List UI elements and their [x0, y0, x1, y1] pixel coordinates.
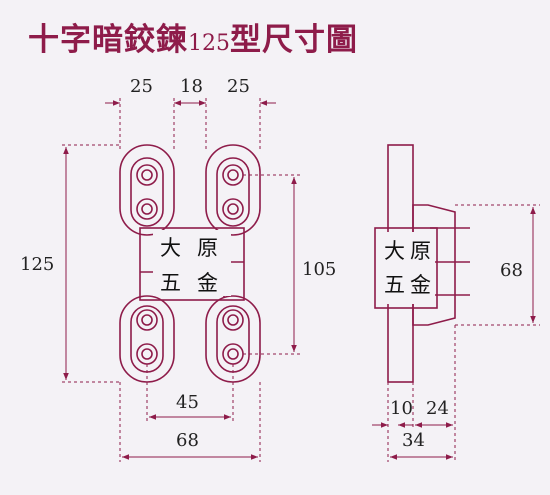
title-chinese-right: 型尺寸圖: [230, 22, 358, 58]
dim-side-height-label: 68: [500, 260, 523, 281]
side-brand-background: [377, 232, 435, 304]
side-hinge-body: [412, 204, 456, 326]
dim-hole-spacing: [243, 174, 300, 355]
dim-side-depths: [372, 325, 456, 462]
side-brand-char: 原: [410, 239, 431, 263]
left-lower-slot: [130, 305, 164, 373]
dim-side-depth-label: 24: [426, 398, 449, 419]
title-chinese-left: 十字暗鉸鍊: [28, 22, 188, 58]
dim-overall-height-label: 125: [20, 254, 54, 275]
front-brand-char: 大: [160, 236, 181, 260]
diagram-title: 十字暗鉸鍊125型尺寸圖: [28, 14, 358, 59]
left-upper-slot: [130, 157, 164, 227]
side-brand-char: 五: [384, 273, 405, 297]
screw-hole: [136, 164, 158, 186]
title-model-number: 125: [188, 31, 230, 56]
dim-top-right-label: 25: [227, 76, 250, 97]
side-brand-char: 金: [410, 273, 431, 297]
screw-hole: [136, 343, 158, 365]
dim-side-total-label: 34: [402, 430, 425, 451]
dim-hole-center-width-label: 45: [176, 392, 199, 413]
dim-top-gap-label: 18: [180, 76, 203, 97]
screw-hole: [222, 309, 244, 331]
front-brand-background: [153, 230, 231, 296]
left-leaf: [119, 144, 175, 383]
dim-overall-height: [62, 144, 122, 383]
dim-hole-spacing-label: 105: [302, 259, 336, 280]
dim-side-height: [455, 204, 540, 326]
front-brand-char: 五: [160, 271, 181, 295]
left-upper-body: [119, 144, 175, 236]
dim-overall-width: [119, 382, 261, 462]
dim-side-plate-label: 10: [390, 398, 413, 419]
right-lower-slot: [216, 305, 250, 373]
left-lower-body: [119, 295, 175, 383]
dim-top-widths: [105, 98, 276, 150]
linkage-block: [139, 227, 245, 301]
right-upper-body: [205, 144, 261, 236]
front-brand-char: 金: [197, 271, 218, 295]
screw-hole: [222, 164, 244, 186]
side-center-block: [374, 227, 438, 309]
screw-hole: [222, 343, 244, 365]
right-upper-slot: [216, 157, 250, 227]
front-brand-char: 原: [197, 236, 218, 260]
dim-overall-width-label: 68: [176, 430, 199, 451]
dim-hole-center-width: [146, 364, 234, 424]
right-lower-body: [205, 295, 261, 383]
dim-top-left-label: 25: [130, 76, 153, 97]
screw-hole: [136, 309, 158, 331]
side-brand-char: 大: [384, 239, 405, 263]
screw-hole: [136, 198, 158, 220]
screw-hole: [222, 198, 244, 220]
